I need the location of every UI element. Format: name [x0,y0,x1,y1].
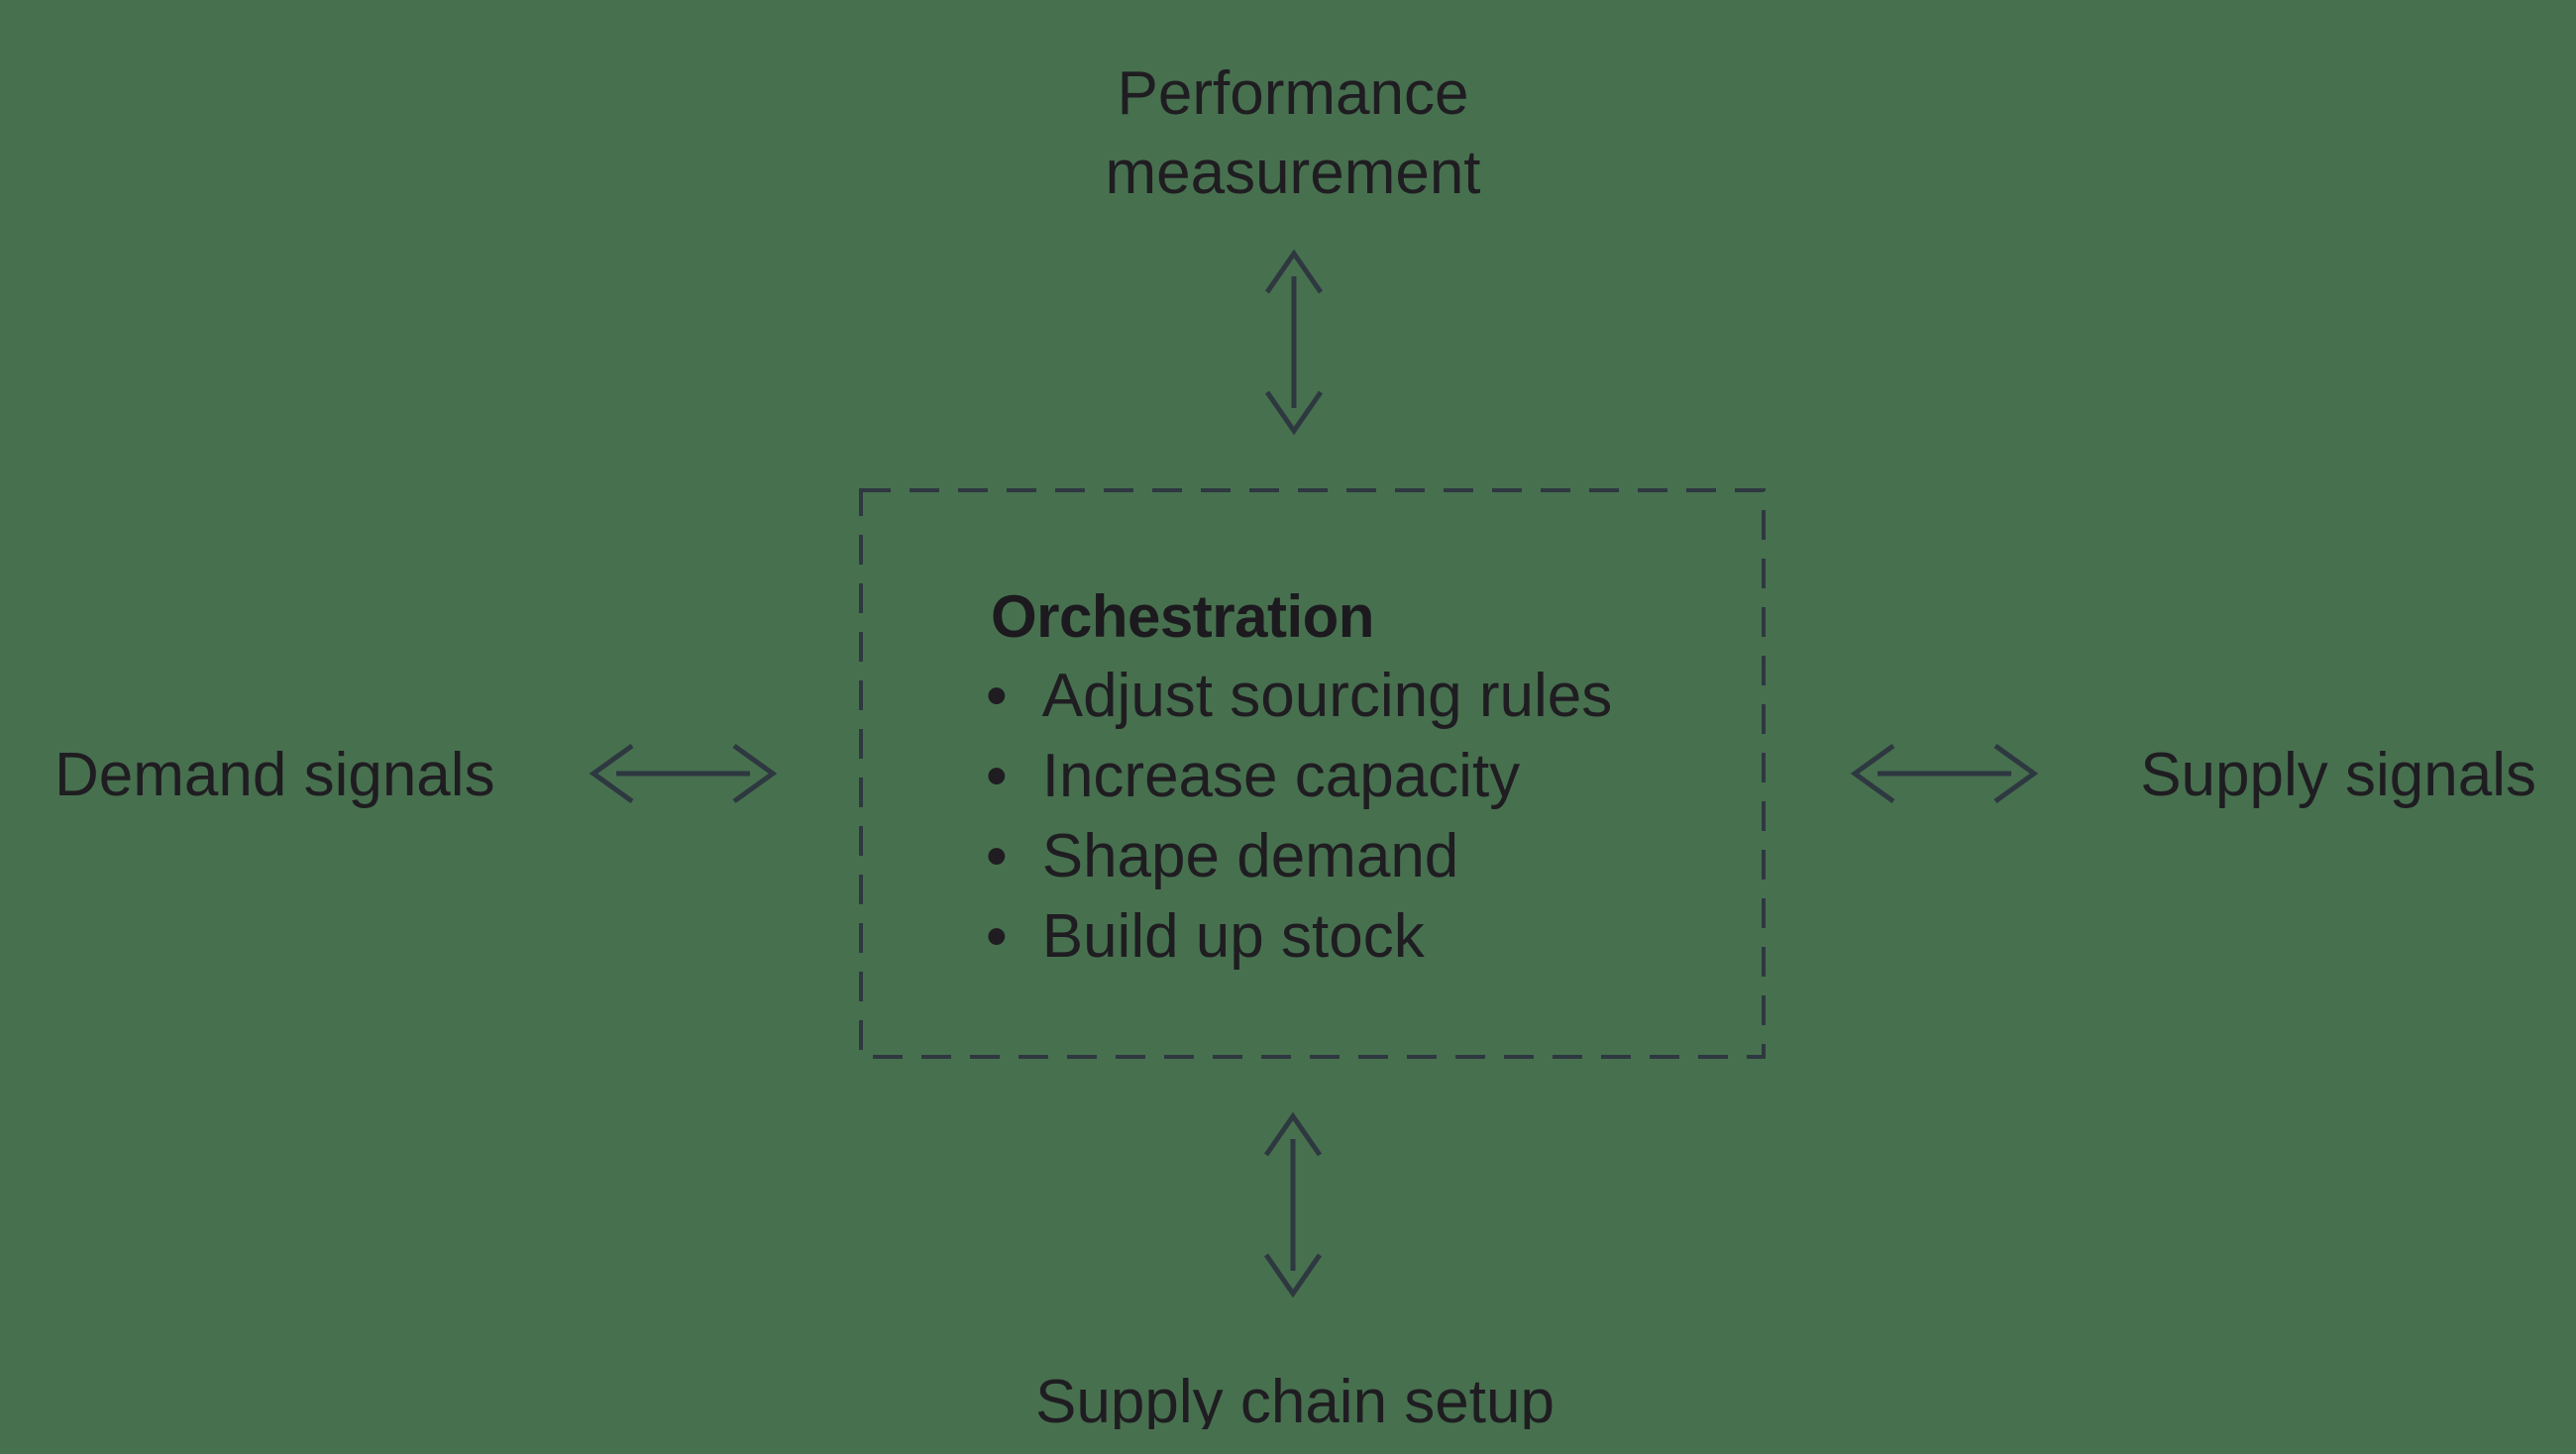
bullet-text: Build up stock [1041,902,1425,971]
bullet-text: Shape demand [1041,822,1459,890]
bullet-text: Increase capacity [1041,742,1521,810]
bullet-icon: • [986,902,1008,971]
performance-measurement-label-line2: measurement [1105,139,1481,207]
bullet-icon: • [986,742,1008,810]
supply-chain-setup-label: Supply chain setup [1035,1368,1555,1429]
list-item: • Adjust sourcing rules [986,656,1612,736]
list-item: • Shape demand [986,816,1612,896]
bullet-icon: • [986,662,1008,730]
left-double-arrow-icon [589,743,778,804]
bottom-double-arrow-icon [1263,1111,1323,1298]
orchestration-bullet-list: • Adjust sourcing rules • Increase capac… [986,656,1612,977]
list-item: • Build up stock [986,896,1612,977]
bullet-icon: • [986,822,1008,890]
right-double-arrow-icon [1850,743,2039,804]
list-item: • Increase capacity [986,736,1612,816]
performance-measurement-label-line1: Performance [1117,59,1469,128]
top-double-arrow-icon [1264,249,1324,436]
bullet-text: Adjust sourcing rules [1041,662,1613,730]
supply-signals-label: Supply signals [2140,741,2536,809]
bottom-label-clip: Supply chain setup [0,1367,2576,1429]
performance-measurement-label: Performance measurement [1105,54,1480,213]
orchestration-title: Orchestration [991,583,1374,650]
demand-signals-label: Demand signals [54,741,495,809]
orchestration-box-content: Orchestration • Adjust sourcing rules • … [986,586,1612,977]
orchestration-box-border [859,488,1766,1059]
